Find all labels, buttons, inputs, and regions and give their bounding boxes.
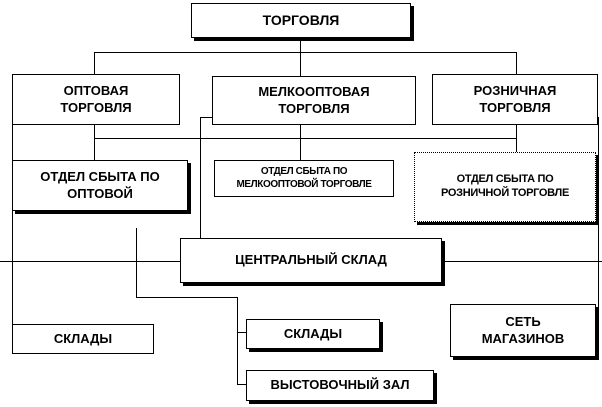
node-central-warehouse: ЦЕНТРАЛЬНЫЙ СКЛАД bbox=[180, 238, 442, 283]
node-small-wholesale: МЕЛКООПТОВАЯ ТОРГОВЛЯ bbox=[212, 76, 416, 125]
node-showroom: ВЫСТОВОЧНЫЙ ЗАЛ bbox=[246, 370, 434, 401]
node-warehouses-mid: СКЛАДЫ bbox=[246, 319, 380, 349]
node-trade: ТОРГОВЛЯ bbox=[191, 3, 411, 38]
node-wholesale: ОПТОВАЯ ТОРГОВЛЯ bbox=[12, 74, 180, 125]
node-dept-wholesale: ОТДЕЛ СБЫТА ПО ОПТОВОЙ bbox=[12, 160, 188, 211]
node-warehouses-left: СКЛАДЫ bbox=[12, 324, 154, 354]
node-dept-retail: ОТДЕЛ СБЫТА ПО РОЗНИЧНОЙ ТОРГОВЛЕ bbox=[414, 152, 596, 222]
node-retail: РОЗНИЧНАЯ ТОРГОВЛЯ bbox=[432, 74, 598, 125]
node-store-network: СЕТЬ МАГАЗИНОВ bbox=[450, 304, 596, 357]
node-dept-small-wholesale: ОТДЕЛ СБЫТА ПО МЕЛКООПТОВОЙ ТОРГОВЛЕ bbox=[214, 160, 394, 197]
